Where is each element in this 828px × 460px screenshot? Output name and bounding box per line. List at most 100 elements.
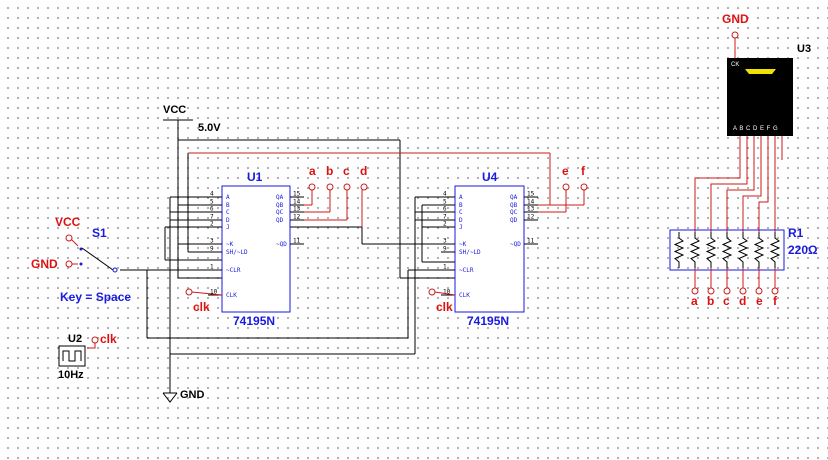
- resistor-element: [721, 232, 733, 268]
- u1-pin-name: A: [226, 194, 230, 201]
- u1-pin-num: 3: [210, 238, 214, 245]
- u4-pin-num: 7: [443, 214, 447, 221]
- u1-pin-num: 9: [210, 246, 214, 253]
- u4-pin-name: SH/~LD: [459, 249, 481, 256]
- u1-pin-name: B: [226, 202, 230, 209]
- clock-ref: U2: [68, 333, 82, 345]
- probe-b[interactable]: b: [326, 164, 334, 191]
- resistor-element: [753, 232, 765, 268]
- u4-pin-num: 3: [443, 238, 447, 245]
- u1-clk-label: clk: [193, 300, 210, 314]
- u1-pin-num: 14: [293, 199, 301, 206]
- probe-f[interactable]: f: [580, 164, 588, 191]
- resistor-element: [689, 232, 701, 268]
- u4-pin-num: 15: [527, 191, 535, 198]
- u4-part: 74195N: [467, 314, 509, 328]
- clock-net-label: clk: [100, 332, 117, 346]
- u1-pin-num: 7: [210, 214, 214, 221]
- red-wires: [87, 38, 783, 349]
- r1-terminal[interactable]: [771, 287, 779, 295]
- u1-pin-num: 13: [293, 206, 301, 213]
- vcc-symbol[interactable]: VCC 5.0V: [163, 104, 221, 140]
- u1-pin-name: C: [226, 209, 230, 216]
- u4-pin-name: D: [459, 217, 463, 224]
- u4-clk-label: clk: [436, 300, 453, 314]
- switch-ref: S1: [92, 226, 107, 240]
- resistor-element: [769, 232, 781, 268]
- u4-pin-num: 5: [443, 199, 447, 206]
- probe-d[interactable]: d: [360, 164, 368, 191]
- u4-pin-name: ~K: [459, 241, 467, 248]
- u1-pin-name: QA: [276, 194, 284, 201]
- u1-ref: U1: [247, 170, 263, 184]
- svg-text:c: c: [343, 164, 350, 178]
- u4-pin-name: C: [459, 209, 463, 216]
- r1-terminal[interactable]: [755, 287, 763, 295]
- vcc-value: 5.0V: [198, 122, 221, 134]
- probe-c[interactable]: c: [343, 164, 351, 191]
- u4-pin-name: QA: [510, 194, 518, 201]
- display-ref: U3: [797, 43, 811, 55]
- u1-pin-num: 6: [210, 206, 214, 213]
- probe-e[interactable]: e: [562, 164, 570, 191]
- u1-pin-num: 11: [293, 238, 301, 245]
- probe-a[interactable]: a: [308, 164, 316, 191]
- resistor-r1[interactable]: R1 220Ω a b c d e f: [669, 226, 818, 308]
- u4-pin-num: 2: [443, 221, 447, 228]
- u1-pin-num: 12: [293, 214, 301, 221]
- u4-ref: U4: [482, 170, 498, 184]
- u4-pin-name: QC: [510, 209, 518, 216]
- r1-terminal[interactable]: [707, 287, 715, 295]
- svg-text:b: b: [326, 164, 333, 178]
- u1-pin-num: 10: [210, 289, 218, 296]
- r1-terminal[interactable]: [723, 287, 731, 295]
- u1-pin-name: ~K: [226, 241, 234, 248]
- switch-vcc-label: VCC: [55, 215, 81, 229]
- svg-text:CK: CK: [731, 62, 739, 68]
- u4-pin-num: 1: [443, 264, 447, 271]
- r1-label-c: c: [723, 294, 730, 308]
- svg-text:e: e: [562, 164, 569, 178]
- clock-u2[interactable]: U2 10Hz clk: [58, 332, 117, 381]
- u1-pin-num: 15: [293, 191, 301, 198]
- u4-pin-num: 9: [443, 246, 447, 253]
- u4-pin-name: ~QD: [510, 241, 521, 248]
- resistor-element: [737, 232, 749, 268]
- vcc-label: VCC: [163, 104, 186, 116]
- u4-pin-name: A: [459, 194, 463, 201]
- r1-label-a: a: [691, 294, 698, 308]
- u4-pin-name: QB: [510, 202, 518, 209]
- resistor-element: [705, 232, 717, 268]
- resistor-ref: R1: [788, 226, 804, 240]
- u4-pin-name: J: [459, 224, 463, 231]
- switch-s1[interactable]: VCC GND S1 Key = Space: [31, 215, 131, 304]
- r1-label-e: e: [756, 294, 763, 308]
- u1-pin-name: J: [226, 224, 230, 231]
- r1-label-b: b: [707, 294, 714, 308]
- svg-text:A B C D E F G: A B C D E F G: [733, 126, 778, 132]
- r1-label-f: f: [773, 294, 778, 308]
- display-gnd-label: GND: [722, 12, 749, 26]
- u4-pin-num: 10: [443, 289, 451, 296]
- r1-terminal[interactable]: [691, 287, 699, 295]
- u4-pin-num: 14: [527, 199, 535, 206]
- u4-pin-num: 6: [443, 206, 447, 213]
- resistor-element: [673, 232, 685, 268]
- u4-pin-num: 4: [443, 191, 447, 198]
- u4-pin-num: 11: [527, 238, 535, 245]
- r1-terminal[interactable]: [739, 287, 747, 295]
- u1-pin-name: ~CLR: [226, 267, 241, 274]
- switch-gnd-label: GND: [31, 257, 58, 271]
- u1-pin-num: 5: [210, 199, 214, 206]
- u4-pin-name: ~CLR: [459, 267, 474, 274]
- display-u3[interactable]: GND CK A B C D E F G U3: [722, 12, 811, 136]
- u1-pin-name: ~QD: [276, 241, 287, 248]
- resistor-value: 220Ω: [788, 243, 818, 257]
- svg-text:a: a: [309, 164, 316, 178]
- u4-pin-name: B: [459, 202, 463, 209]
- gnd-bottom-label: GND: [180, 389, 205, 401]
